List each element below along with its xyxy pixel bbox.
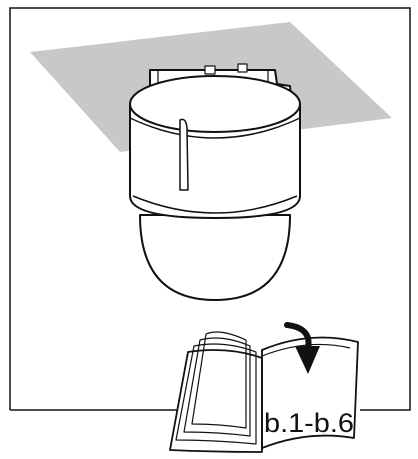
room-frame <box>9 7 411 411</box>
dome-camera-icon <box>129 63 301 301</box>
manual-reference-label: b.1-b.6 <box>264 408 354 438</box>
arrow-down-icon <box>284 322 320 374</box>
open-manual-icon <box>169 331 359 453</box>
